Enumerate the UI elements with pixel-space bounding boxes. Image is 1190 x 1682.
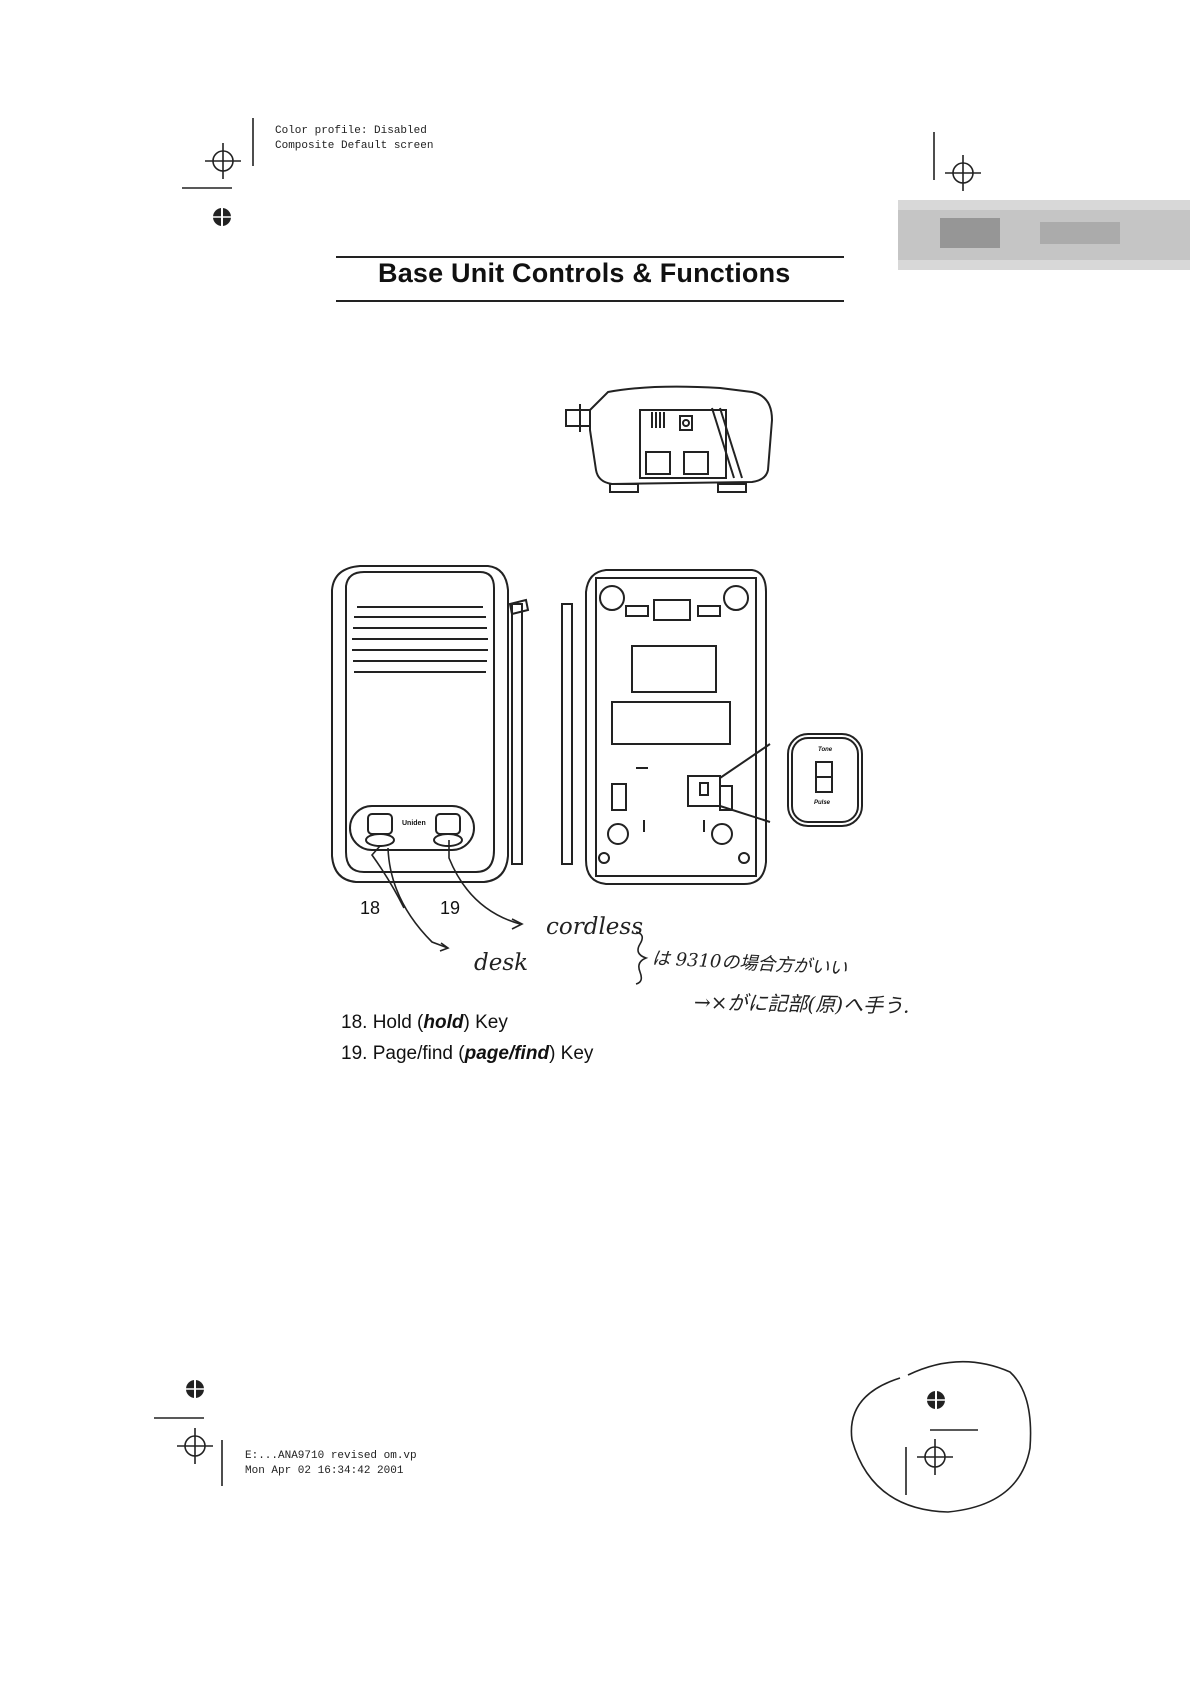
pulse-label: Pulse [814, 800, 830, 806]
callout-19: 19 [440, 898, 460, 919]
base-unit-side-view [566, 387, 772, 492]
handwritten-note-line-2: →×がに記部(原)へ手う. [694, 986, 910, 1019]
list-item-prefix: Hold ( [373, 1012, 424, 1033]
base-unit-back-view [562, 570, 766, 884]
color-profile-line: Color profile: Disabled [275, 124, 433, 139]
list-item-prefix: Page/find ( [373, 1043, 465, 1064]
registration-mark-bottom-right [851, 1362, 1030, 1512]
handwritten-desk: desk [474, 950, 528, 976]
list-item-hold-key: 18. Hold (hold) Key [341, 1012, 508, 1034]
brand-logo: Uniden [402, 820, 426, 827]
key-name-page-find: page/find [465, 1043, 549, 1064]
list-item-page-find-key: 19. Page/find (page/find) Key [341, 1043, 593, 1065]
list-item-number: 19. [341, 1043, 367, 1064]
tone-pulse-switch-detail [720, 734, 862, 826]
list-item-suffix: ) Key [464, 1012, 508, 1033]
registration-mark-bottom-left [154, 1418, 222, 1486]
list-item-number: 18. [341, 1012, 367, 1033]
scan-noise-patch [898, 200, 1190, 270]
timestamp-line: Mon Apr 02 16:34:42 2001 [245, 1464, 417, 1479]
callout-lines [372, 840, 522, 951]
registration-mark-top-left [182, 143, 241, 188]
tone-label: Tone [818, 747, 832, 753]
registration-mark-top-right [934, 132, 981, 191]
color-profile-note: Color profile: Disabled Composite Defaul… [275, 124, 433, 154]
page-title: Base Unit Controls & Functions [378, 258, 791, 289]
handwritten-cordless: cordless [546, 914, 643, 940]
composite-line: Composite Default screen [275, 139, 433, 154]
key-name-hold: hold [423, 1012, 463, 1033]
file-path-line: E:...ANA9710 revised om.vp [245, 1449, 417, 1464]
title-rule-bottom [336, 300, 844, 302]
file-info-note: E:...ANA9710 revised om.vp Mon Apr 02 16… [245, 1449, 417, 1479]
callout-18: 18 [360, 898, 380, 919]
base-unit-front-view [332, 566, 528, 882]
list-item-suffix: ) Key [549, 1043, 593, 1064]
